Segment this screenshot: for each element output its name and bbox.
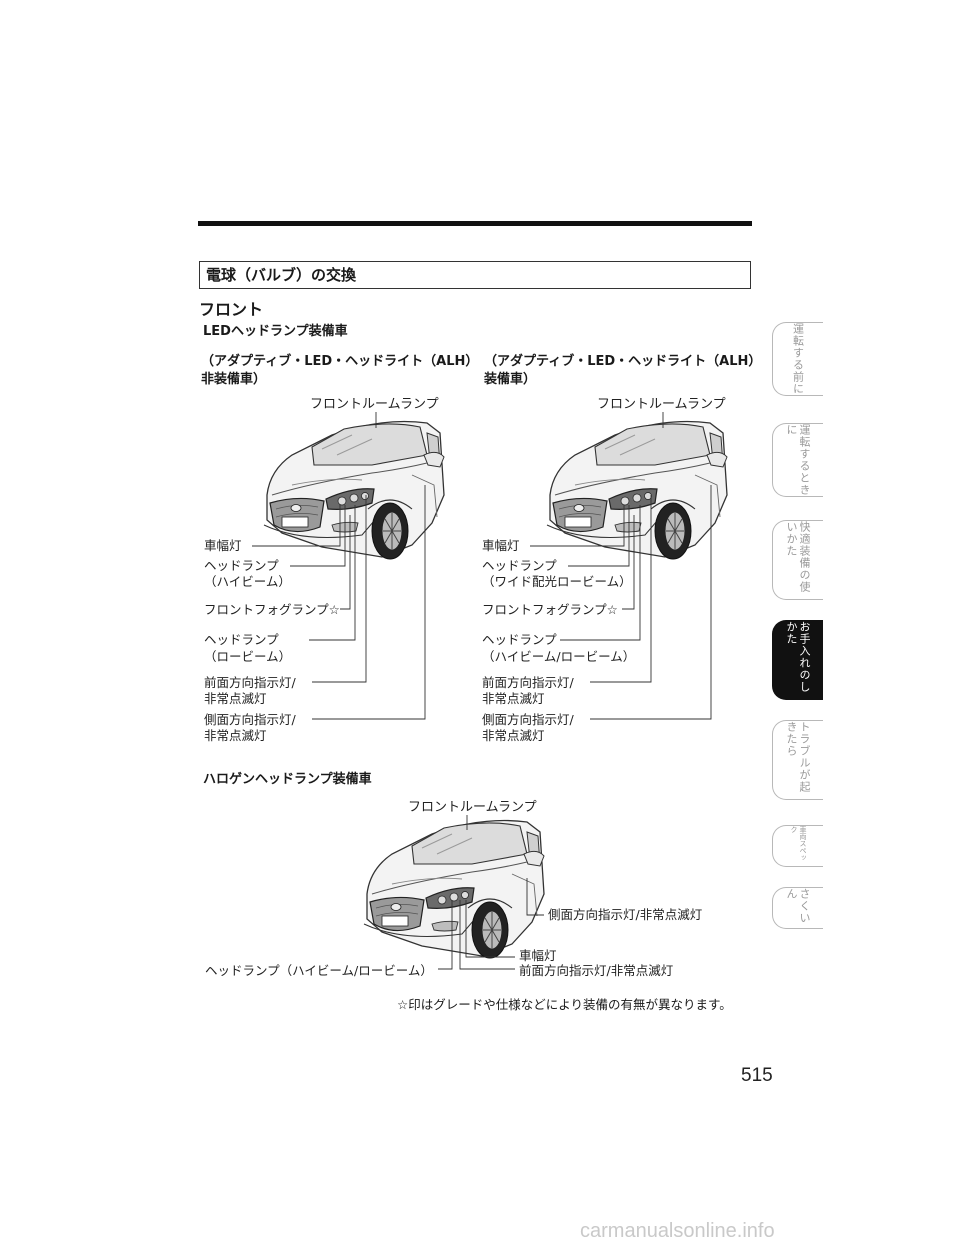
leader-line <box>252 505 341 547</box>
leader-line <box>530 505 625 547</box>
label-fog-lamp: フロントフォグランプ☆ <box>482 602 618 617</box>
label-headlamp-hi-lo: ヘッドランプ <box>482 632 557 647</box>
leader-line <box>560 505 641 641</box>
car-illustration-halogen <box>363 819 545 959</box>
leader-line <box>340 515 351 610</box>
tab-comfort-features[interactable]: 快適装備の使いかた <box>772 520 823 600</box>
label-front-turn: 前面方向指示灯/ <box>482 675 574 690</box>
led-left-caption-2: 非装備車） <box>201 372 267 387</box>
label-headlamp: ヘッドランプ（ハイビーム/ロービーム） <box>205 963 433 978</box>
leader-line <box>309 505 356 641</box>
leader-line <box>459 900 515 970</box>
tab-before-driving[interactable]: 運転する前に <box>772 322 823 396</box>
leader-line <box>568 505 630 567</box>
label-front-turn-sub: 非常点滅灯 <box>482 691 545 706</box>
tab-maintenance[interactable]: お手入れのしかた <box>772 620 823 700</box>
car-illustration-led-left <box>263 420 445 560</box>
label-room-lamp: フロントルームランプ <box>597 397 726 412</box>
label-front-turn-sub: 非常点滅灯 <box>204 691 267 706</box>
tab-label: 運転するときに <box>785 424 811 496</box>
label-front-turn: 前面方向指示灯/非常点滅灯 <box>519 963 674 978</box>
tab-label: さくいん <box>785 888 811 924</box>
label-headlamp-low: ヘッドランプ <box>204 632 279 647</box>
subsection-title: フロント <box>199 300 264 319</box>
tab-label: 快適装備の使いかた <box>785 521 811 593</box>
led-left-caption-1: （アダプティブ・LED・ヘッドライト（ALH） <box>201 354 479 369</box>
car-illustration-led-right <box>546 420 728 560</box>
label-headlamp-wide: ヘッドランプ <box>482 558 557 573</box>
tab-while-driving[interactable]: 運転するときに <box>772 423 823 497</box>
label-side-turn-sub: 非常点滅灯 <box>204 728 267 743</box>
halogen-heading: ハロゲンヘッドランプ装備車 <box>203 772 372 787</box>
label-side-turn: 側面方向指示灯/ <box>204 712 296 727</box>
label-headlamp-high: ヘッドランプ <box>204 558 279 573</box>
leader-line <box>312 495 367 683</box>
label-front-turn: 前面方向指示灯/ <box>204 675 296 690</box>
label-headlamp-hi-lo-sub: （ハイビーム/ロービーム） <box>482 649 636 664</box>
leader-line <box>312 485 426 720</box>
watermark: carmanualsonline.info <box>580 1220 775 1242</box>
leader-line <box>465 900 515 958</box>
label-fog-lamp: フロントフォグランプ☆ <box>204 602 340 617</box>
tab-specifications[interactable]: 車両スペック <box>772 825 823 867</box>
label-headlamp-low-sub: （ロービーム） <box>204 649 292 664</box>
label-width-lamp: 車幅灯 <box>482 538 520 553</box>
label-width-lamp: 車幅灯 <box>519 948 557 963</box>
tab-label: 車両スペック <box>790 826 807 861</box>
section-title: 電球（バルブ）の交換 <box>206 266 357 284</box>
tab-troubleshooting[interactable]: トラブルが起きたら <box>772 720 823 800</box>
tab-label: 運転する前に <box>791 323 805 395</box>
label-side-turn-sub: 非常点滅灯 <box>482 728 545 743</box>
page-number: 515 <box>741 1065 773 1086</box>
led-right-caption-2: 装備車） <box>484 372 537 387</box>
tab-index[interactable]: さくいん <box>772 887 823 929</box>
label-side-turn: 側面方向指示灯/ <box>482 712 574 727</box>
leader-line <box>622 515 635 610</box>
label-headlamp-high-sub: （ハイビーム） <box>204 574 291 589</box>
footnote: ☆印はグレードや仕様などにより装備の有無が異なります。 <box>397 997 732 1012</box>
led-heading: LEDヘッドランプ装備車 <box>203 324 348 339</box>
label-width-lamp: 車幅灯 <box>204 538 242 553</box>
tab-label: お手入れのしかた <box>785 621 811 693</box>
label-room-lamp: フロントルームランプ <box>310 397 439 412</box>
section-heading-box: 電球（バルブ）の交換 <box>199 261 751 289</box>
tab-label: トラブルが起きたら <box>785 721 811 793</box>
label-room-lamp: フロントルームランプ <box>408 800 537 815</box>
leader-line <box>438 900 453 970</box>
leader-line <box>590 485 712 720</box>
led-right-caption-1: （アダプティブ・LED・ヘッドライト（ALH） <box>484 354 762 369</box>
leader-line <box>290 505 346 567</box>
label-headlamp-wide-sub: （ワイド配光ロービーム） <box>482 574 632 589</box>
top-rule <box>198 221 752 226</box>
leader-line <box>590 495 652 683</box>
leader-line <box>526 878 544 916</box>
label-side-turn: 側面方向指示灯/非常点滅灯 <box>548 907 703 922</box>
